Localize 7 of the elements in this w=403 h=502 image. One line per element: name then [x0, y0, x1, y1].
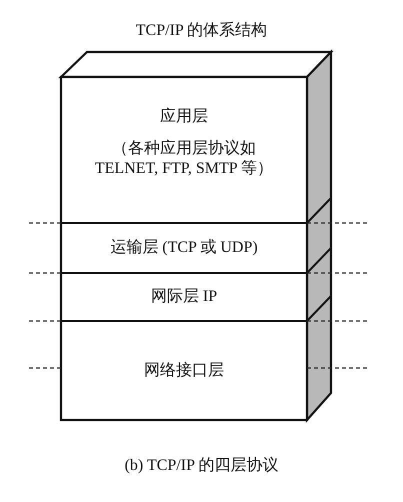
layer-name: 网际层 IP: [150, 287, 218, 307]
layer-name: 网络接口层: [144, 360, 224, 380]
diagram-title: TCP/IP 的体系结构: [134, 20, 268, 41]
layer-name: 运输层 (TCP 或 UDP): [110, 238, 258, 258]
layer-name: 应用层: [160, 107, 208, 127]
layer-description: （各种应用层协议如 TELNET, FTP, SMTP 等）: [94, 139, 274, 179]
diagram-caption: (b) TCP/IP 的四层协议: [124, 456, 280, 476]
